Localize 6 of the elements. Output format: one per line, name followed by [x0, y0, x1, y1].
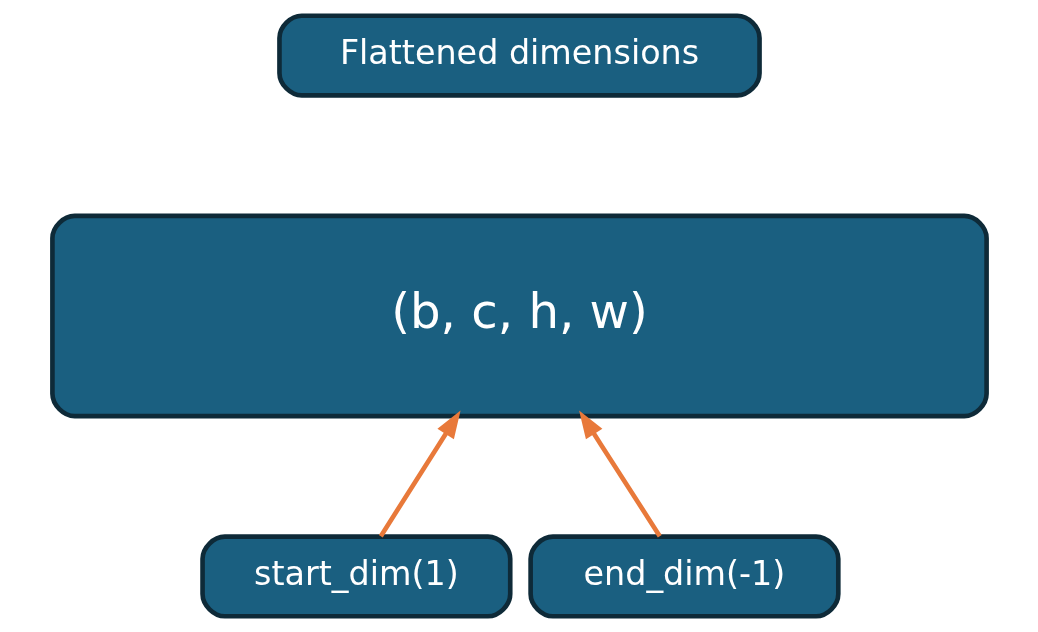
node-box: end_dim(-1) — [527, 534, 841, 619]
arrow — [578, 410, 662, 538]
arrow — [378, 410, 461, 538]
node-box: start_dim(1) — [199, 534, 513, 619]
node-box: Flattened dimensions — [276, 13, 762, 98]
node-box: (b, c, h, w) — [49, 213, 989, 419]
